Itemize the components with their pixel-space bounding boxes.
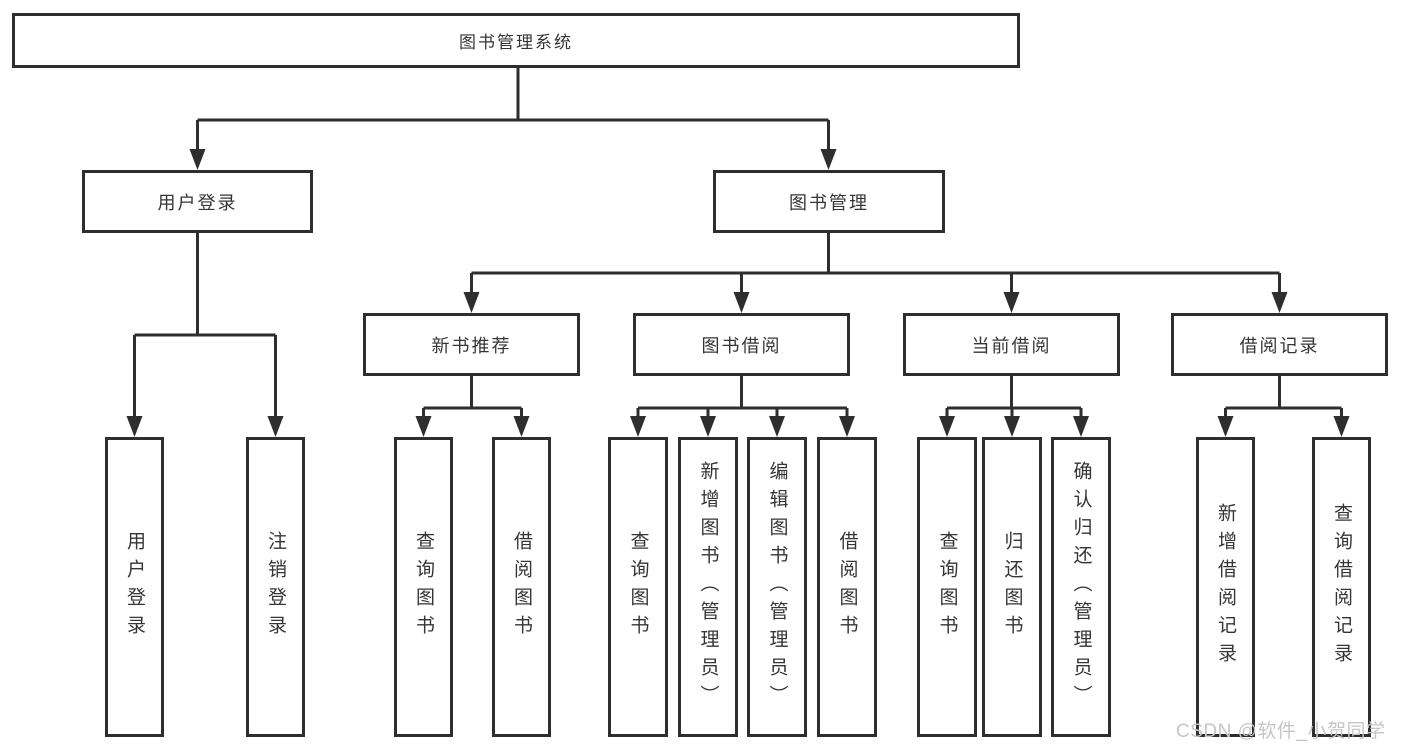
node-library-system-label: 图书管理系统: [459, 33, 573, 52]
leaf-user-login: 用户登录: [105, 437, 164, 737]
leaf-query-books-newbook: 查询图书: [394, 437, 453, 737]
leaf-add-borrow-record: 新增借阅记录: [1196, 437, 1255, 737]
leaf-add-borrow-record-label: 新增借阅记录: [1215, 503, 1236, 671]
leaf-add-book-admin: 新增图书（管理员）: [678, 437, 738, 737]
connector-book-borrow-to-leaves: [636, 376, 849, 419]
connector-book-management-to-level3: [470, 233, 1281, 295]
leaf-user-login-label: 用户登录: [124, 531, 145, 643]
csdn-watermark: CSDN @软件_小贺同学: [1176, 721, 1386, 742]
node-current-borrow-label: 当前借阅: [971, 335, 1052, 356]
leaf-query-books-borrow: 查询图书: [608, 437, 668, 737]
leaf-return-book-label: 归还图书: [1001, 531, 1023, 643]
leaf-query-books-current-label: 查询图书: [936, 531, 958, 643]
node-user-login-label: 用户登录: [157, 192, 238, 213]
node-book-borrow: 图书借阅: [633, 313, 850, 376]
node-book-borrow-label: 图书借阅: [701, 335, 782, 356]
node-new-book-recommend: 新书推荐: [363, 313, 580, 376]
node-current-borrow: 当前借阅: [903, 313, 1120, 376]
node-borrow-records-label: 借阅记录: [1239, 335, 1320, 356]
node-book-management: 图书管理: [713, 170, 945, 233]
leaf-confirm-return-admin: 确认归还（管理员）: [1051, 437, 1111, 737]
leaf-return-book: 归还图书: [982, 437, 1042, 737]
arrowheads: [126, 149, 1350, 437]
leaf-query-borrow-record-label: 查询借阅记录: [1331, 503, 1352, 671]
node-new-book-recommend-label: 新书推荐: [431, 335, 512, 356]
leaf-borrow-books-newbook-label: 借阅图书: [511, 531, 532, 643]
node-book-management-label: 图书管理: [789, 192, 869, 213]
leaf-logout: 注销登录: [246, 437, 305, 737]
leaf-edit-book-admin-label: 编辑图书（管理员）: [766, 461, 788, 713]
connector-root-to-level2: [196, 68, 830, 152]
leaf-confirm-return-admin-label: 确认归还（管理员）: [1070, 461, 1092, 713]
node-borrow-records: 借阅记录: [1171, 313, 1388, 376]
node-library-system: 图书管理系统: [12, 13, 1020, 68]
connector-current-borrow-to-leaves: [945, 376, 1083, 419]
leaf-query-borrow-record: 查询借阅记录: [1312, 437, 1371, 737]
node-user-login: 用户登录: [82, 170, 313, 233]
leaf-query-books-current: 查询图书: [917, 437, 977, 737]
leaf-logout-label: 注销登录: [265, 531, 286, 643]
leaf-edit-book-admin: 编辑图书（管理员）: [747, 437, 807, 737]
leaf-borrow-books-borrow-label: 借阅图书: [836, 531, 858, 643]
leaf-query-books-borrow-label: 查询图书: [627, 531, 649, 643]
leaf-query-books-newbook-label: 查询图书: [413, 531, 434, 643]
leaf-borrow-books-newbook: 借阅图书: [492, 437, 551, 737]
connector-user-login-to-leaves: [133, 233, 277, 419]
connector-new-book-to-leaves: [422, 376, 523, 419]
connector-borrow-record-to-leaves: [1224, 376, 1343, 419]
leaf-borrow-books-borrow: 借阅图书: [817, 437, 877, 737]
leaf-add-book-admin-label: 新增图书（管理员）: [697, 461, 719, 713]
